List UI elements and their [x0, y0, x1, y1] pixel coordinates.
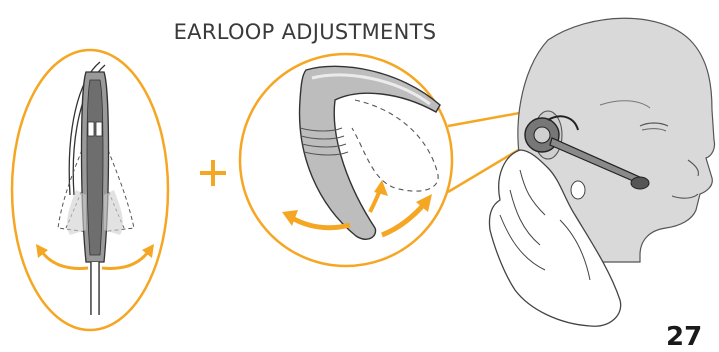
head-with-headset-illustration	[489, 18, 714, 326]
earloop-adjustment-diagram	[0, 0, 719, 343]
diagram-title: EARLOOP ADJUSTMENTS	[0, 20, 610, 44]
earloop-front-view-panel	[12, 50, 168, 330]
earloop-bend-closeup-panel	[240, 54, 452, 266]
page-number: 27	[666, 322, 702, 352]
plus-icon	[200, 160, 226, 186]
